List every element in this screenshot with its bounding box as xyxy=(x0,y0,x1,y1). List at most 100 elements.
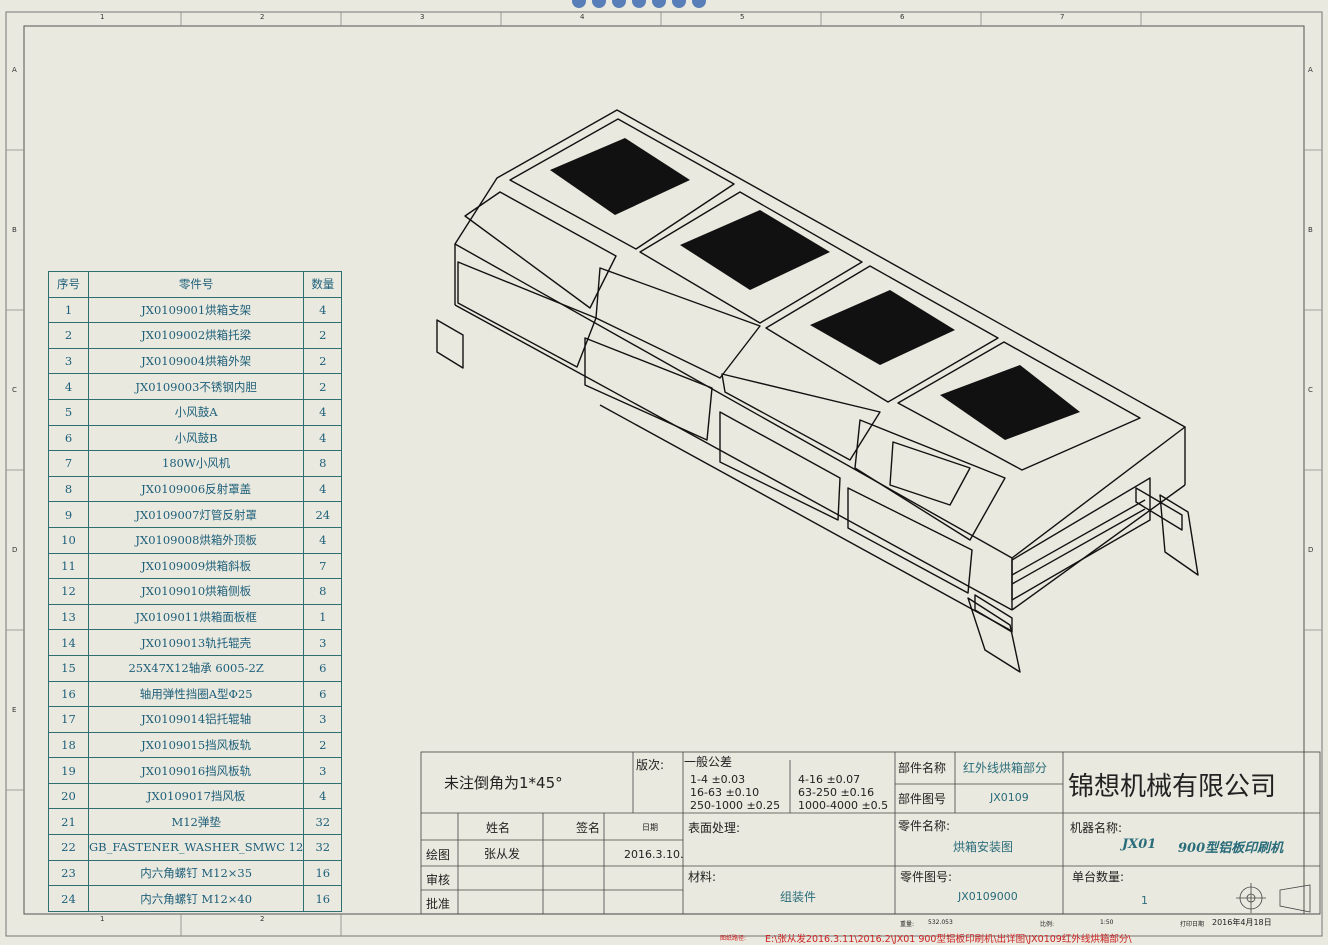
tolerance-1: 1-4 ±0.03 xyxy=(690,773,746,786)
bom-index-cell: 2 xyxy=(48,322,89,349)
bom-qty-cell: 7 xyxy=(303,552,343,580)
surface-treatment-label: 表面处理: xyxy=(688,821,741,835)
bom-qty-cell: 1 xyxy=(303,603,343,631)
component-name-label: 零件名称: xyxy=(898,819,951,833)
bom-index-cell: 18 xyxy=(48,731,89,759)
ruler-right-a: A xyxy=(1308,66,1313,74)
bom-qty-cell: 2 xyxy=(303,322,343,349)
view-toolbar[interactable] xyxy=(572,0,706,8)
bom-part-cell: JX0109004烘箱外架 xyxy=(87,347,305,375)
zoom-fit-icon[interactable] xyxy=(572,0,586,8)
part-name-label: 部件名称 xyxy=(898,761,947,775)
weight-value: 532.053 xyxy=(928,919,953,926)
bom-index-cell: 11 xyxy=(48,552,89,580)
bom-index-cell: 23 xyxy=(48,859,89,887)
bom-qty-cell: 4 xyxy=(303,296,343,324)
projection-symbol-icon xyxy=(1236,883,1311,913)
bom-qty-cell: 4 xyxy=(303,424,343,452)
bom-index-cell: 1 xyxy=(48,296,89,324)
bom-index-cell: 3 xyxy=(48,347,89,375)
ruler-right-d: D xyxy=(1308,546,1314,554)
bom-part-cell: GB_FASTENER_WASHER_SMWC 12 xyxy=(87,834,305,861)
bom-qty-cell: 24 xyxy=(303,501,343,528)
bom-qty-cell: 4 xyxy=(303,782,343,810)
ruler-side-e: E xyxy=(12,706,17,714)
sign-column-header: 签名 xyxy=(576,821,601,835)
bom-index-cell: 20 xyxy=(48,782,89,810)
ruler-bottom-1: 1 xyxy=(100,915,105,923)
bom-qty-cell: 2 xyxy=(303,373,343,400)
bom-part-cell: M12弹垫 xyxy=(87,808,305,836)
name-column-header: 姓名 xyxy=(486,821,511,835)
zoom-area-icon[interactable] xyxy=(592,0,606,8)
hide-show-icon[interactable] xyxy=(672,0,686,8)
tolerance-title: 一般公差 xyxy=(684,755,733,769)
rotate-view-icon[interactable] xyxy=(632,0,646,8)
ruler-top-3: 3 xyxy=(420,13,425,21)
bom-part-cell: JX0109015挡风板轨 xyxy=(87,731,305,759)
bom-qty-cell: 2 xyxy=(303,347,343,375)
bom-header-index: 序号 xyxy=(48,271,89,298)
bom-index-cell: 13 xyxy=(48,603,89,631)
bom-header-row: 序号 零件号 数量 xyxy=(48,271,343,298)
machine-code: JX01 xyxy=(1122,837,1157,852)
ruler-top-6: 6 xyxy=(900,13,905,21)
bom-qty-cell: 16 xyxy=(303,859,343,887)
tolerance-5: 63-250 ±0.16 xyxy=(798,786,875,799)
bom-part-cell: JX0109014铝托辊轴 xyxy=(87,706,305,733)
material-value: 组装件 xyxy=(780,890,817,904)
bom-part-cell: 25X47X12轴承 6005-2Z xyxy=(87,654,305,682)
ruler-bottom-2: 2 xyxy=(260,915,265,923)
machine-name-label: 机器名称: xyxy=(1070,821,1123,835)
bom-part-cell: 内六角螺钉 M12×40 xyxy=(87,885,305,912)
bom-index-cell: 19 xyxy=(48,757,89,784)
bom-qty-cell: 4 xyxy=(303,475,343,503)
bom-qty-cell: 16 xyxy=(303,885,343,912)
bom-part-cell: JX0109008烘箱外顶板 xyxy=(87,526,305,554)
weight-label: 重量: xyxy=(900,921,915,928)
view-settings-icon[interactable] xyxy=(692,0,706,8)
bom-qty-cell: 3 xyxy=(303,706,343,733)
drawer-name: 张从发 xyxy=(484,847,521,861)
machine-name-value: 900型铝板印刷机 xyxy=(1178,841,1284,856)
chamfer-note: 未注倒角为1*45° xyxy=(444,774,563,792)
bom-part-cell: JX0109010烘箱侧板 xyxy=(87,578,305,605)
bom-part-cell: JX0109003不锈钢内胆 xyxy=(87,373,305,400)
tolerance-6: 1000-4000 ±0.5 xyxy=(798,799,889,812)
bom-qty-cell: 32 xyxy=(303,834,343,861)
display-style-icon[interactable] xyxy=(652,0,666,8)
previous-view-icon[interactable] xyxy=(612,0,626,8)
bom-index-cell: 14 xyxy=(48,629,89,656)
ruler-top-7: 7 xyxy=(1060,13,1065,21)
bom-qty-cell: 8 xyxy=(303,450,343,477)
bom-index-cell: 12 xyxy=(48,578,89,605)
bom-qty-cell: 32 xyxy=(303,808,343,836)
bom-part-cell: JX0109007灯管反射罩 xyxy=(87,501,305,528)
ruler-right-b: B xyxy=(1308,226,1313,234)
component-no-label: 零件图号: xyxy=(900,870,953,884)
bom-qty-cell: 6 xyxy=(303,680,343,708)
bom-index-cell: 10 xyxy=(48,526,89,554)
ruler-side-c: C xyxy=(12,386,17,394)
company-name: 锦想机械有限公司 xyxy=(1068,772,1277,802)
revision-label: 版次: xyxy=(636,758,665,772)
part-no-value: JX0109 xyxy=(990,791,1029,804)
ruler-side-a: A xyxy=(12,66,17,74)
print-date-label: 打印日期 xyxy=(1180,921,1205,928)
ruler-top-5: 5 xyxy=(740,13,745,21)
scale-label: 比例: xyxy=(1040,921,1055,928)
bom-part-cell: JX0109013轨托辊壳 xyxy=(87,629,305,656)
